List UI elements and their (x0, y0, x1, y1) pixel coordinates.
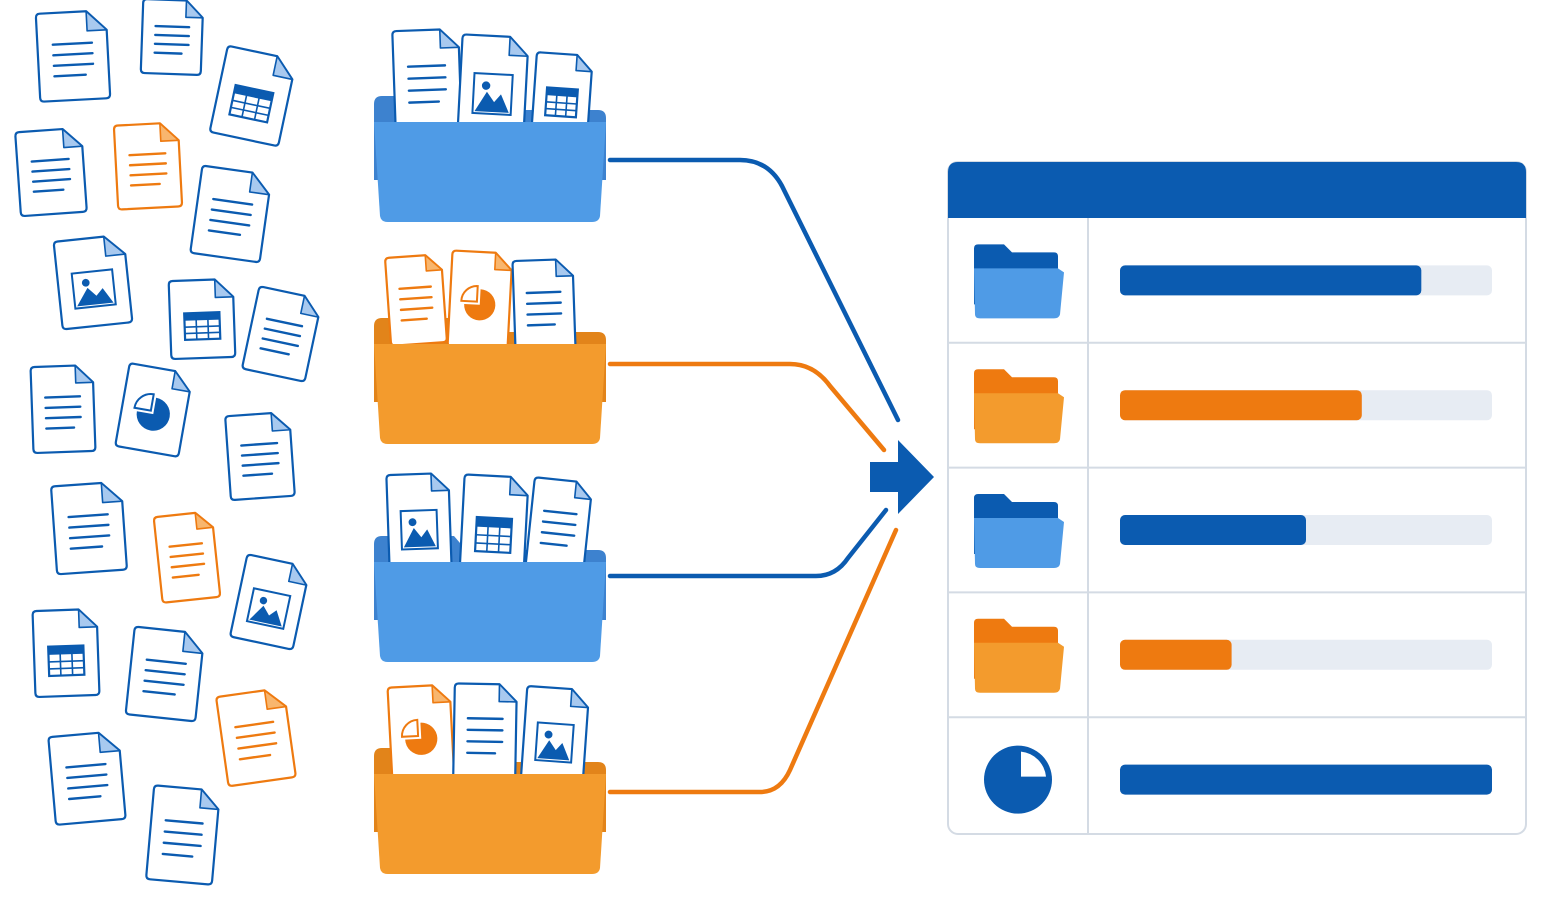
progress-fill (1120, 639, 1232, 670)
text-document-icon (145, 784, 220, 886)
folder-icon (974, 494, 1064, 568)
folder-icon (974, 618, 1064, 693)
text-document-icon (511, 258, 577, 352)
table-row (948, 466, 1526, 568)
table-row (948, 591, 1526, 693)
text-document-icon (224, 412, 296, 501)
text-document-icon (112, 122, 184, 211)
image-document-icon (385, 472, 453, 573)
progress-fill (1120, 515, 1306, 545)
text-document-icon (29, 364, 97, 455)
text-document-icon (50, 481, 128, 576)
table-row (974, 244, 1492, 319)
folder-1 (374, 28, 606, 222)
text-document-icon (124, 625, 204, 723)
summary-table (947, 161, 1527, 835)
connector-line-2 (607, 361, 887, 453)
text-document-icon (452, 682, 518, 782)
progress-fill (1120, 390, 1362, 421)
pie-chart-document-icon (446, 249, 513, 351)
pie-chart-icon (984, 745, 1052, 814)
text-document-icon (34, 10, 112, 103)
progress-fill (1120, 764, 1492, 795)
text-document-icon (391, 28, 463, 133)
image-document-icon (52, 235, 134, 331)
text-document-icon (524, 476, 592, 574)
text-document-icon (384, 254, 448, 347)
text-document-icon (189, 164, 271, 264)
text-document-icon (241, 285, 320, 383)
folder-icon (974, 244, 1064, 319)
table-row (948, 341, 1526, 444)
text-document-icon (47, 731, 127, 826)
merge-arrow (870, 440, 934, 514)
text-document-icon (215, 689, 297, 787)
text-document-icon (14, 127, 88, 218)
folder-icon (974, 369, 1064, 444)
pie-chart-document-icon (114, 362, 191, 458)
category-folders (374, 28, 606, 874)
pie-chart-document-icon (386, 684, 456, 785)
folder-2 (374, 249, 606, 444)
folder-4 (374, 682, 606, 874)
connector-line-4 (607, 527, 899, 795)
spreadsheet-document-icon (31, 608, 101, 699)
connector-line-1 (607, 157, 901, 423)
arrow-right-icon (870, 440, 934, 514)
spreadsheet-document-icon (209, 45, 294, 147)
image-document-icon (229, 553, 308, 651)
folder-3 (374, 472, 606, 662)
table-row (948, 716, 1526, 814)
spreadsheet-document-icon (530, 51, 593, 139)
text-document-icon (152, 511, 222, 604)
progress-fill (1120, 265, 1422, 296)
image-document-icon (519, 685, 590, 785)
spreadsheet-document-icon (167, 278, 237, 361)
connector-lines (607, 157, 901, 795)
text-document-icon (139, 0, 204, 76)
connector-line-3 (607, 507, 889, 579)
scattered-documents (14, 0, 320, 886)
table-header (948, 162, 1526, 218)
